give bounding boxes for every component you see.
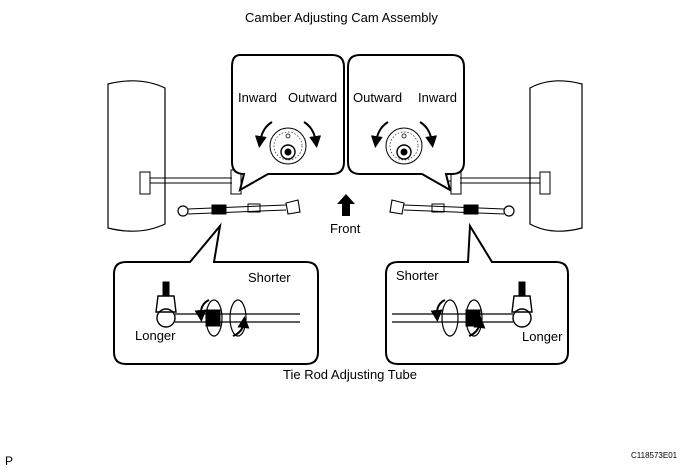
left-cam-icon <box>269 127 307 165</box>
right-cam-callout <box>347 54 465 193</box>
left-tube-rotation-arrows-icon <box>194 299 250 337</box>
front-arrow-icon <box>337 194 355 216</box>
right-tube-callout <box>385 222 569 365</box>
left-tie-rod <box>177 199 301 217</box>
diagram-title: Camber Adjusting Cam Assembly <box>245 10 438 25</box>
right-cam-outward-arrow-icon <box>370 121 389 148</box>
right-tie-rod <box>389 199 515 217</box>
right-wheel <box>529 80 583 232</box>
left-tube-label-longer: Longer <box>135 328 176 343</box>
figure-id: C118573E01 <box>631 451 678 460</box>
left-cam-label-inward: Inward <box>238 90 278 105</box>
diagram-caption: Tie Rod Adjusting Tube <box>283 367 417 382</box>
corner-mark: P <box>5 454 14 468</box>
right-tube-label-shorter: Shorter <box>396 268 439 283</box>
left-upper-arm <box>139 169 248 195</box>
right-cam-inward-arrow-icon <box>419 121 438 148</box>
left-wheel <box>107 80 166 232</box>
right-cam-icon <box>385 127 423 165</box>
right-cam-label-inward: Inward <box>418 90 458 105</box>
left-tube-label-shorter: Shorter <box>248 270 291 285</box>
left-cam-label-outward: Outward <box>288 90 338 105</box>
right-tube-label-longer: Longer <box>522 329 563 344</box>
front-label: Front <box>330 221 361 236</box>
left-cam-inward-arrow-icon <box>254 121 273 148</box>
left-tube-callout <box>113 222 319 365</box>
right-tube-rotation-arrows-icon <box>430 299 486 337</box>
right-upper-arm <box>444 169 551 195</box>
left-cam-outward-arrow-icon <box>303 121 322 148</box>
right-cam-label-outward: Outward <box>353 90 403 105</box>
left-cam-callout <box>231 54 345 193</box>
